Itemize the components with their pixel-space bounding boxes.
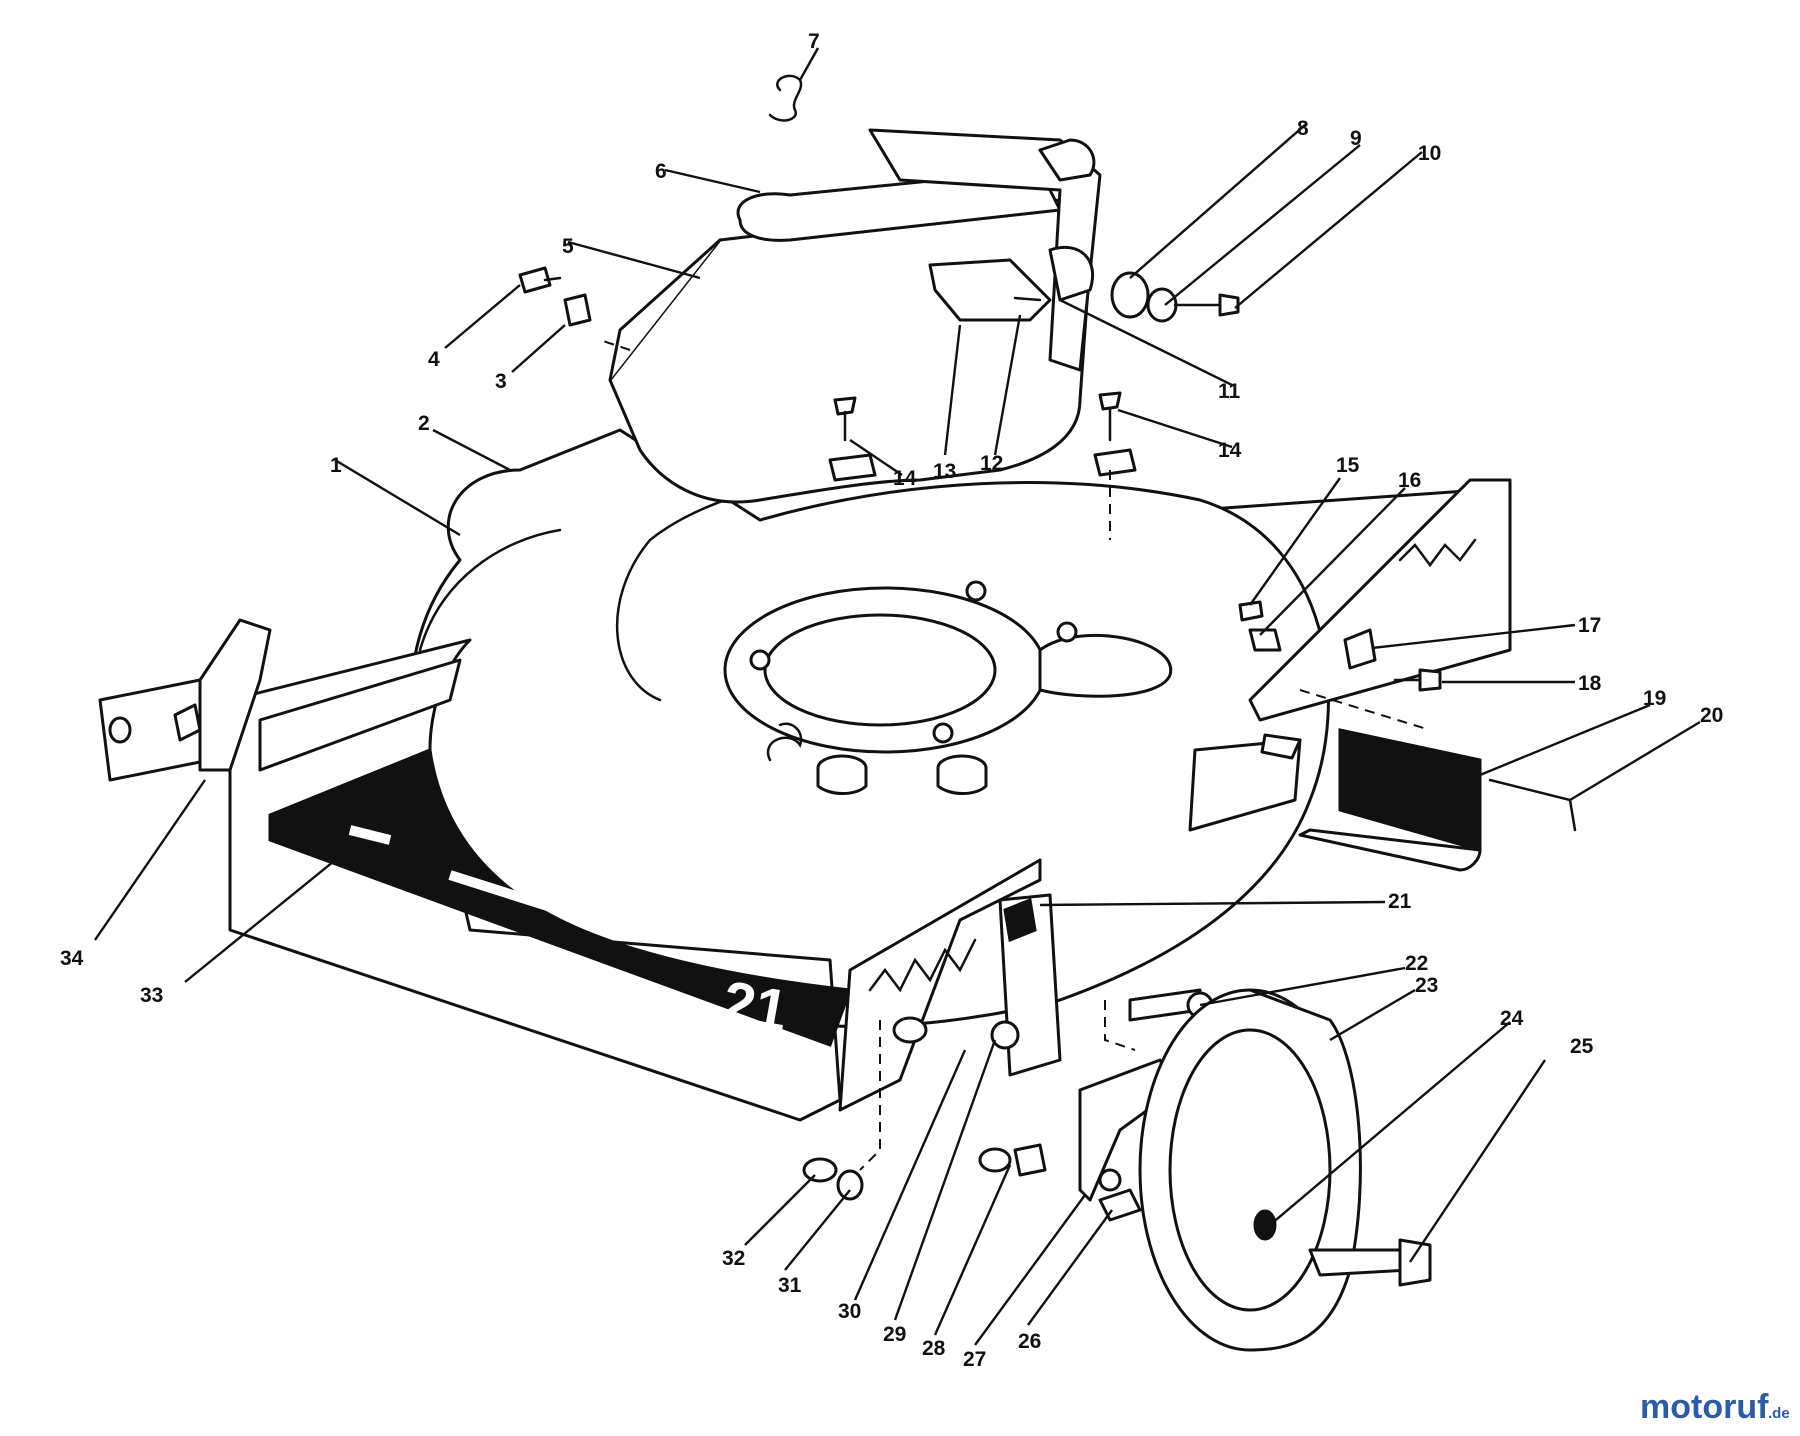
callout-19: 19 (1643, 687, 1666, 710)
callout-labels: 1 2 3 4 5 6 7 8 9 10 11 12 13 14 14 15 1… (60, 30, 1723, 1371)
deck-size-label: 21 (718, 969, 793, 1044)
callout-28: 28 (922, 1337, 946, 1360)
callout-30: 30 (838, 1300, 861, 1323)
callout-21: 21 (1388, 890, 1412, 913)
callout-7: 7 (808, 30, 820, 53)
callout-13: 13 (933, 460, 956, 483)
callout-31: 31 (778, 1274, 802, 1297)
callout-14a: 14 (893, 467, 917, 490)
callout-14b: 14 (1218, 439, 1242, 462)
callout-24: 24 (1500, 1007, 1524, 1030)
callout-27: 27 (963, 1348, 986, 1371)
front-wheel-assembly (802, 893, 1432, 1352)
left-height-adjuster (98, 618, 272, 782)
callout-32: 32 (722, 1247, 745, 1270)
callout-3: 3 (495, 370, 507, 393)
watermark-tld: .de (1768, 1405, 1790, 1422)
callout-18: 18 (1578, 672, 1602, 695)
callout-29: 29 (883, 1323, 906, 1346)
callout-8: 8 (1297, 117, 1309, 140)
callout-5: 5 (562, 235, 574, 258)
callout-2: 2 (418, 412, 430, 435)
callout-11: 11 (1218, 380, 1241, 403)
callout-12: 12 (980, 452, 1003, 475)
callout-34: 34 (60, 947, 84, 970)
discharge-chute (608, 128, 1102, 504)
leader-lines (94, 47, 1701, 1346)
mower-deck: 21 (228, 428, 1512, 1122)
motoruf-watermark: motoruf .de (1640, 1388, 1790, 1426)
callout-26: 26 (1018, 1330, 1041, 1353)
callout-16: 16 (1398, 469, 1421, 492)
callout-17: 17 (1578, 614, 1601, 637)
callout-25: 25 (1570, 1035, 1594, 1058)
hardware (518, 74, 1577, 832)
callout-23: 23 (1415, 974, 1438, 997)
callout-9: 9 (1350, 127, 1362, 150)
callout-15: 15 (1336, 454, 1360, 477)
callout-4: 4 (428, 348, 440, 371)
watermark-brand: motoruf (1640, 1388, 1769, 1426)
callout-33: 33 (140, 984, 163, 1007)
callout-1: 1 (330, 454, 342, 477)
callout-10: 10 (1418, 142, 1441, 165)
callout-6: 6 (655, 160, 667, 183)
callout-22: 22 (1405, 952, 1428, 975)
callout-20: 20 (1700, 704, 1723, 727)
